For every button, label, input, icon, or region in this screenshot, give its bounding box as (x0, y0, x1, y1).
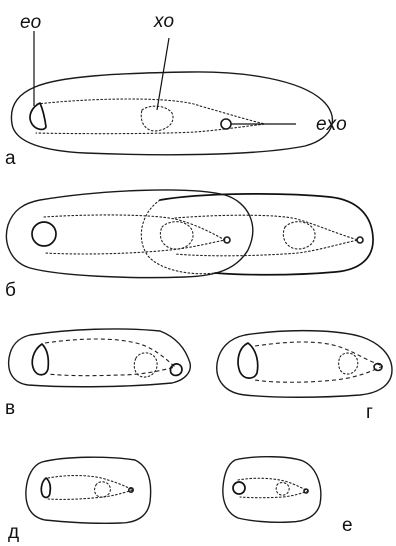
panel-b-eo-opening (32, 222, 56, 246)
panel-d: д (8, 457, 151, 543)
panel-d-eo-opening (41, 478, 50, 497)
panel-label-d: д (8, 522, 19, 543)
panel-g-xo-opening (339, 353, 358, 374)
panel-b-left-xo-opening (160, 222, 193, 249)
panel-g-inner-cavity (255, 342, 383, 382)
panel-b-outline-left (6, 190, 252, 278)
panel-a-eo-opening (30, 103, 46, 129)
panel-e-exo-opening (304, 489, 308, 493)
panel-label-b: б (5, 280, 16, 301)
exo-label: exo (316, 114, 347, 135)
panel-g: г (217, 331, 392, 423)
panel-v-xo-opening (134, 353, 157, 377)
panel-b-right-exo-opening (357, 237, 363, 243)
panel-g-outline (217, 331, 392, 398)
panel-g-eo-opening (238, 343, 258, 378)
panel-b-left-cavity (44, 215, 225, 254)
panel-a-exo-opening (221, 119, 231, 129)
panel-b-right-cavity (175, 215, 358, 256)
xo-leader-line (157, 38, 169, 110)
panel-a-inner-cavity (36, 99, 265, 134)
panel-e-inner-cavity (238, 478, 308, 497)
panel-v: в (5, 329, 190, 419)
panel-d-exo-opening (129, 488, 133, 492)
panel-label-a: а (5, 148, 16, 169)
eo-label: eo (20, 12, 41, 33)
panel-v-eo-opening (32, 344, 48, 375)
panel-e: е (223, 457, 353, 536)
panel-e-eo-opening (233, 482, 245, 494)
panel-d-xo-opening (95, 482, 111, 497)
panel-b-left-overlap-arc (141, 200, 215, 274)
panel-a: eo xo exo а (5, 11, 347, 169)
panel-v-outline (9, 329, 191, 387)
panel-d-inner-cavity (48, 476, 133, 500)
panel-b: б (5, 190, 373, 301)
panel-b-right-xo-opening (283, 222, 315, 249)
panel-e-xo-opening (276, 483, 289, 496)
panel-label-e: е (342, 515, 353, 536)
xo-label: xo (153, 11, 174, 32)
panel-label-g: г (366, 402, 373, 423)
panel-v-inner-cavity (45, 339, 175, 376)
panel-label-v: в (5, 398, 15, 419)
panel-v-exo-opening (170, 364, 182, 375)
